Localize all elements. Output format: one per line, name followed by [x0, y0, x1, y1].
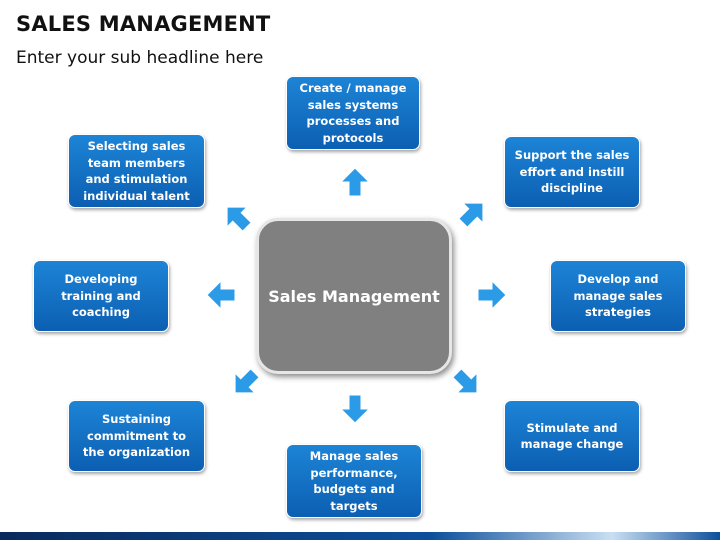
- node-right-label: Develop and manage sales strategies: [573, 272, 663, 320]
- page-title: SALES MANAGEMENT: [16, 12, 271, 36]
- arrow-left-icon: [206, 280, 236, 310]
- node-left-label: Developing training and coaching: [61, 272, 141, 320]
- arrow-right-icon: [477, 280, 507, 310]
- node-bottom-right-label: Stimulate and manage change: [520, 420, 624, 452]
- node-right: Develop and manage sales strategies: [550, 260, 686, 332]
- node-left: Developing training and coaching: [33, 260, 169, 332]
- node-bottom-left-label: Sustaining commitment to the organizatio…: [82, 412, 191, 460]
- arrow-up-right-icon: [458, 202, 484, 228]
- node-top-right: Support the sales effort and instill dis…: [504, 136, 640, 208]
- page-subtitle: Enter your sub headline here: [16, 48, 264, 68]
- node-bottom-left: Sustaining commitment to the organizatio…: [68, 400, 205, 472]
- node-bottom-label: Manage sales performance, budgets and ta…: [309, 449, 399, 513]
- node-bottom-right: Stimulate and manage change: [504, 400, 640, 472]
- arrow-down-right-icon: [452, 368, 478, 394]
- arrow-down-icon: [340, 394, 370, 424]
- arrow-down-left-icon: [234, 368, 260, 394]
- node-top: Create / manage sales systems processes …: [286, 76, 420, 150]
- node-top-label: Create / manage sales systems processes …: [299, 81, 407, 145]
- node-top-left-label: Selecting sales team members and stimula…: [83, 139, 190, 203]
- arrow-up-left-icon: [226, 206, 252, 232]
- center-node: Sales Management: [256, 218, 452, 374]
- center-node-label: Sales Management: [268, 286, 440, 306]
- footer-bar: [0, 532, 720, 540]
- node-bottom: Manage sales performance, budgets and ta…: [286, 444, 422, 518]
- arrow-up-icon: [340, 167, 370, 197]
- node-top-left: Selecting sales team members and stimula…: [68, 134, 205, 208]
- node-top-right-label: Support the sales effort and instill dis…: [514, 148, 630, 196]
